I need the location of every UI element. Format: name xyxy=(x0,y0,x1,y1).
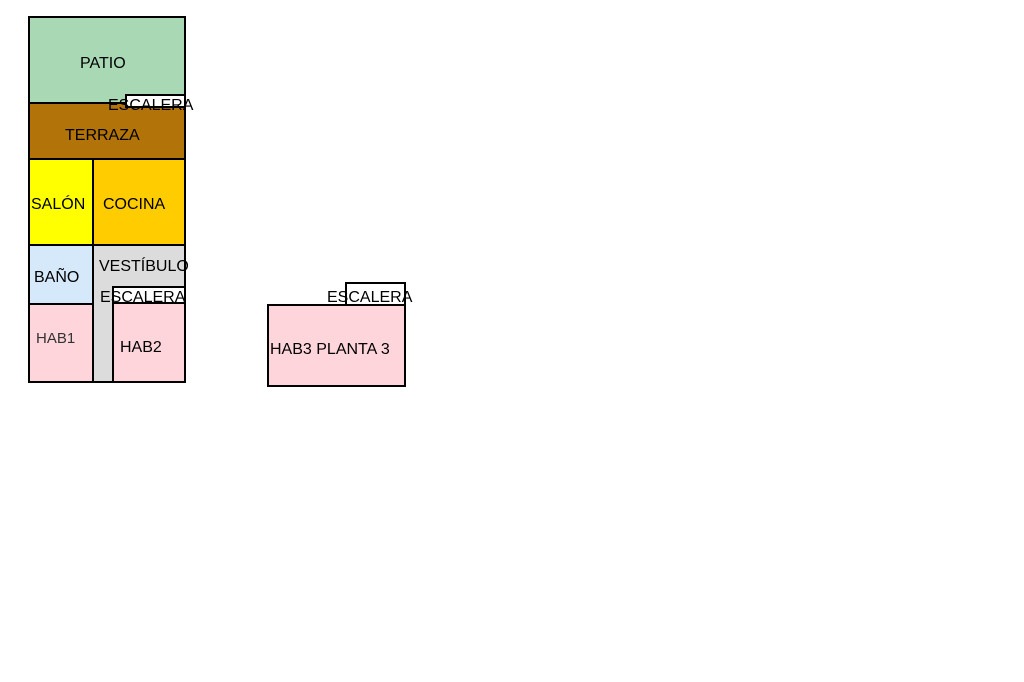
room-label-cocina: COCINA xyxy=(103,196,166,213)
stair-middle xyxy=(112,286,186,304)
room-hab3 xyxy=(267,304,406,387)
stair-right xyxy=(345,282,406,306)
room-label-vestibulo: VESTÍBULO xyxy=(99,258,189,275)
room-label-salon: SALÓN xyxy=(31,196,86,213)
room-label-terraza: TERRAZA xyxy=(65,127,140,144)
room-salon xyxy=(28,158,94,246)
stair-label-middle: ESCALERA xyxy=(100,289,186,306)
room-terraza xyxy=(28,102,186,160)
room-hab1 xyxy=(28,303,94,383)
room-label-patio: PATIO xyxy=(80,55,126,72)
room-patio xyxy=(28,16,186,104)
stair-label-upper: ESCALERA xyxy=(108,97,194,114)
room-cocina xyxy=(92,158,186,246)
room-label-hab2: HAB2 xyxy=(120,339,162,356)
room-label-hab3: HAB3 PLANTA 3 xyxy=(270,341,390,358)
stair-upper xyxy=(125,94,186,108)
room-label-bano: BAÑO xyxy=(34,269,80,286)
stair-label-right: ESCALERA xyxy=(327,289,413,306)
room-label-hab1: HAB1 xyxy=(36,330,76,347)
room-bano xyxy=(28,244,94,305)
